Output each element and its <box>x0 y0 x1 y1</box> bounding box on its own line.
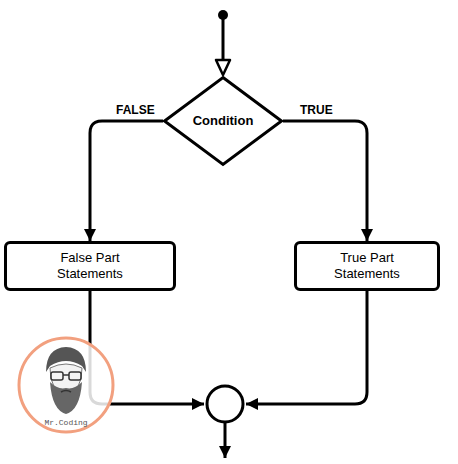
statement-text: False Part Statements <box>48 250 132 282</box>
hollow-arrowhead <box>216 60 230 75</box>
merge-connector <box>207 386 243 422</box>
watermark-text: Mr.Coding <box>26 418 106 427</box>
branch-label: FALSE <box>116 103 155 117</box>
watermark-badge <box>19 338 113 432</box>
branch-label: TRUE <box>300 103 333 117</box>
exit-arrow <box>224 422 227 458</box>
decision-diamond: Condition <box>163 76 283 166</box>
branch-arrow <box>90 121 163 241</box>
process-box: True Part Statements <box>294 241 440 291</box>
process-box: False Part Statements <box>4 241 176 291</box>
condition-text: Condition <box>193 113 254 129</box>
branch-arrow <box>283 121 367 241</box>
entry-line <box>222 15 225 60</box>
statement-text: True Part Statements <box>325 250 409 282</box>
merge-line <box>246 291 367 404</box>
